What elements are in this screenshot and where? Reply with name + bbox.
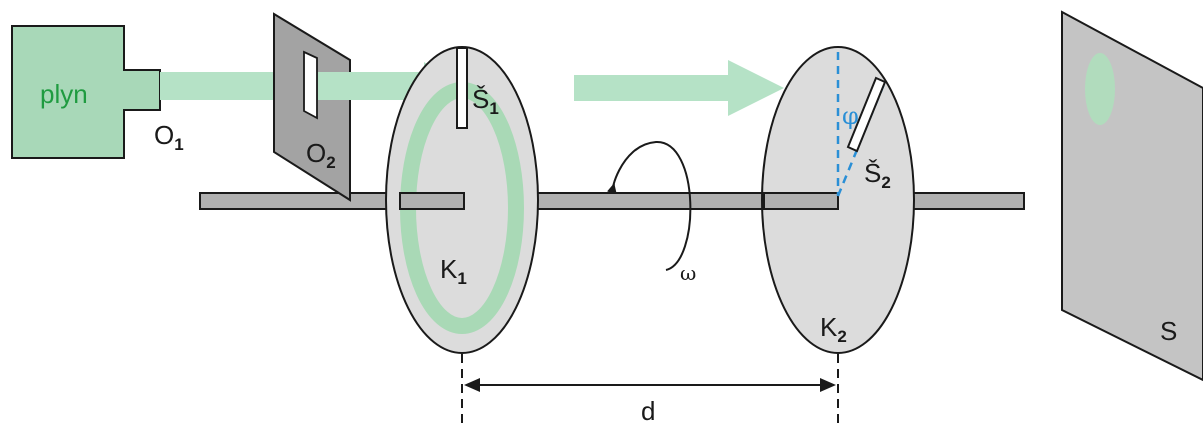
gas-label: plyn — [40, 79, 88, 109]
beam-segment-1 — [160, 72, 290, 100]
gas-source-box — [11, 25, 161, 159]
screen-label: S — [1160, 316, 1177, 346]
deposit-spot — [1085, 53, 1115, 125]
beam-segment-3 — [574, 75, 732, 101]
slit-s2 — [846, 76, 887, 153]
outlet-o1-label: O1 — [154, 120, 184, 154]
distance-label: d — [641, 396, 655, 425]
slit-s1-label: Š1 — [472, 84, 499, 118]
angle-phi-label: φ — [842, 102, 859, 130]
detection-screen — [1061, 10, 1203, 382]
axle-hub-k1 — [399, 192, 465, 210]
angular-velocity-label: ω — [680, 261, 696, 285]
beam-arrow-2 — [728, 60, 784, 116]
distance-arrowhead-right — [820, 378, 836, 392]
disc-k2-label: K2 — [820, 312, 847, 346]
rotation-arrow — [606, 140, 692, 271]
slit-s2-label: Š2 — [864, 158, 891, 192]
slit-s1 — [456, 47, 468, 129]
axle-hub-k2 — [763, 192, 839, 210]
disc-k1-label: K1 — [440, 254, 467, 288]
aperture-slit — [303, 50, 318, 120]
distance-arrowhead-left — [464, 378, 480, 392]
aperture-o2-label: O2 — [306, 138, 336, 172]
